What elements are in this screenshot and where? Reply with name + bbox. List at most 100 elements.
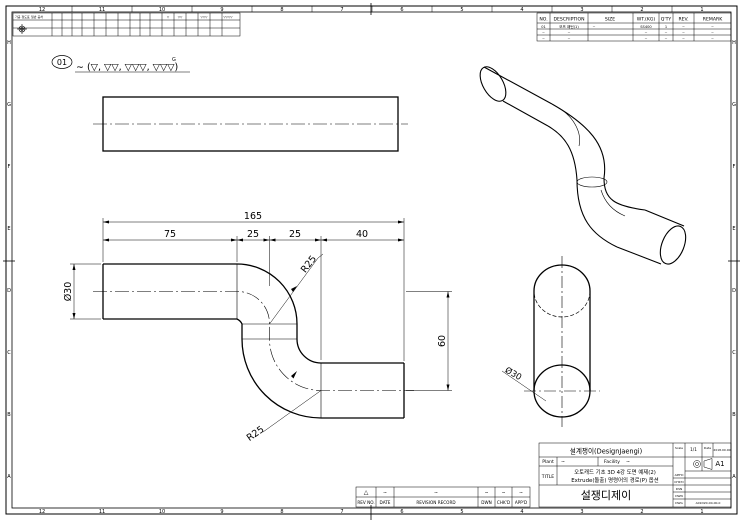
zone-label: 7 — [340, 7, 343, 13]
revision-header-chkd: CHK'D — [497, 500, 510, 505]
zone-label: G — [732, 102, 736, 108]
sheet-border — [5, 5, 738, 515]
zone-label: E — [7, 226, 10, 232]
revision-cell: ~ — [502, 491, 506, 496]
parts-cell: ~ — [542, 31, 545, 35]
facility-value: ~ — [626, 460, 630, 465]
zone-label: 4 — [520, 7, 523, 13]
title-block — [538, 442, 732, 508]
parts-cell: 01 — [541, 25, 546, 29]
zone-label: 7 — [340, 509, 343, 515]
sheet-size: A1 — [715, 460, 724, 468]
zone-label: C — [732, 350, 736, 356]
zone-label: 6 — [400, 7, 403, 13]
zone-label: D — [7, 288, 11, 294]
facility-label: Facility — [604, 459, 620, 465]
tolerance-header: ▽▽▽▽ — [223, 15, 233, 19]
parts-cell: 1 — [665, 25, 667, 29]
item-number: 01 — [57, 58, 67, 67]
parts-cell: SS400 — [640, 25, 652, 29]
zone-label: 11 — [99, 509, 105, 515]
parts-header-qty: Q'TY — [661, 17, 672, 23]
scale-value: 1/1 — [690, 447, 697, 452]
parts-cell: ~ — [711, 37, 714, 41]
dimension-text: 165 75 25 25 40 Ø30 60 R25 R25 — [63, 211, 448, 444]
parts-cell: ~ — [664, 31, 667, 35]
parts-cell: ~ — [682, 37, 685, 41]
revision-header-record: REVISION RECORD — [416, 500, 455, 505]
dim-height: 60 — [437, 335, 448, 347]
zone-label: 1 — [700, 509, 703, 515]
revision-header-dwn: DWN — [481, 500, 492, 505]
zone-label: C — [7, 350, 11, 356]
parts-cell: ~ — [682, 31, 685, 35]
drawing-number-label: DWG — [675, 501, 683, 505]
tolerance-header: ▽ — [167, 15, 170, 19]
date-label: Date — [704, 446, 711, 450]
parts-header-size: SIZE — [605, 17, 615, 23]
parts-cell: ~ — [711, 25, 714, 29]
zone-markers-top: 12 11 10 9 8 7 6 5 4 3 2 1 — [39, 6, 704, 13]
parts-header-remark: REMARK — [703, 17, 723, 23]
zone-markers-left: H G F E D C B A — [7, 40, 11, 480]
projection-symbol-icon — [693, 458, 713, 470]
parts-cell: ~ — [592, 25, 595, 29]
parts-list — [536, 12, 732, 42]
dim-overall-length: 165 — [244, 211, 262, 222]
front-view — [93, 263, 414, 419]
parts-cell: ~ — [567, 37, 570, 41]
parts-cell: ~ — [644, 31, 647, 35]
zone-label: 10 — [159, 509, 165, 515]
zone-label: B — [732, 412, 736, 418]
zone-label: E — [732, 226, 735, 232]
zone-label: G — [7, 102, 11, 108]
parts-cell: ~ — [644, 37, 647, 41]
parts-cell: ~ — [567, 31, 570, 35]
surface-finish-superscript: G — [172, 57, 176, 63]
zone-label: 10 — [159, 7, 165, 13]
revision-header-rev-no: REV NO. — [357, 500, 374, 505]
date-value: 2018.00.00 — [713, 448, 730, 452]
parts-header-no: NO. — [539, 17, 547, 23]
approval-label: DWN — [675, 494, 683, 498]
plant-label: Plant — [542, 459, 554, 465]
parts-list-text: NO. DESCRIPTION SIZE WT.(KG) Q'TY REV. R… — [539, 17, 723, 41]
zone-label: 6 — [400, 509, 403, 515]
dim-diameter-end: Ø30 — [503, 365, 524, 383]
dim-diameter-left: Ø30 — [63, 282, 74, 302]
dim-segment-1: 75 — [164, 229, 176, 240]
zone-label: B — [7, 412, 11, 418]
top-view — [93, 96, 408, 152]
zone-label: 12 — [39, 7, 45, 13]
dim-segment-2: 25 — [247, 229, 259, 240]
zone-label: 9 — [220, 509, 223, 515]
dim-radius-bottom: R25 — [245, 424, 267, 444]
scale-label: Scale — [675, 446, 683, 450]
approval-label: DSN — [676, 487, 682, 491]
tolerance-header: ▽▽ — [178, 15, 183, 19]
zone-label: F — [733, 164, 736, 170]
revision-block — [355, 486, 531, 508]
zone-markers-bottom: 12 11 10 9 8 7 6 5 4 3 2 1 — [39, 509, 704, 515]
zone-label: D — [732, 288, 736, 294]
tolerance-table — [12, 12, 241, 37]
tolerance-header: ▽▽▽ — [201, 15, 209, 19]
revision-cell: ~ — [519, 491, 523, 496]
revision-header-date: DATE — [380, 500, 391, 505]
zone-label: 5 — [460, 7, 463, 13]
tolerance-title-left: 가공 정도표 — [15, 14, 30, 19]
zone-label: H — [7, 40, 11, 46]
side-view — [501, 256, 600, 427]
zone-label: F — [8, 164, 11, 170]
zone-label: 1 — [700, 7, 703, 13]
zone-label: 11 — [99, 7, 105, 13]
zone-label: A — [7, 474, 11, 480]
item-balloon — [51, 55, 73, 69]
centering-marks — [3, 3, 740, 520]
parts-cell: ~ — [682, 25, 685, 29]
revision-header-appd: APP'D — [515, 500, 527, 505]
revision-cell: ~ — [383, 491, 387, 496]
plant-value: ~ — [561, 460, 565, 465]
isometric-view — [479, 66, 687, 265]
tolerance-title-right: 일반 공차 — [31, 14, 43, 19]
